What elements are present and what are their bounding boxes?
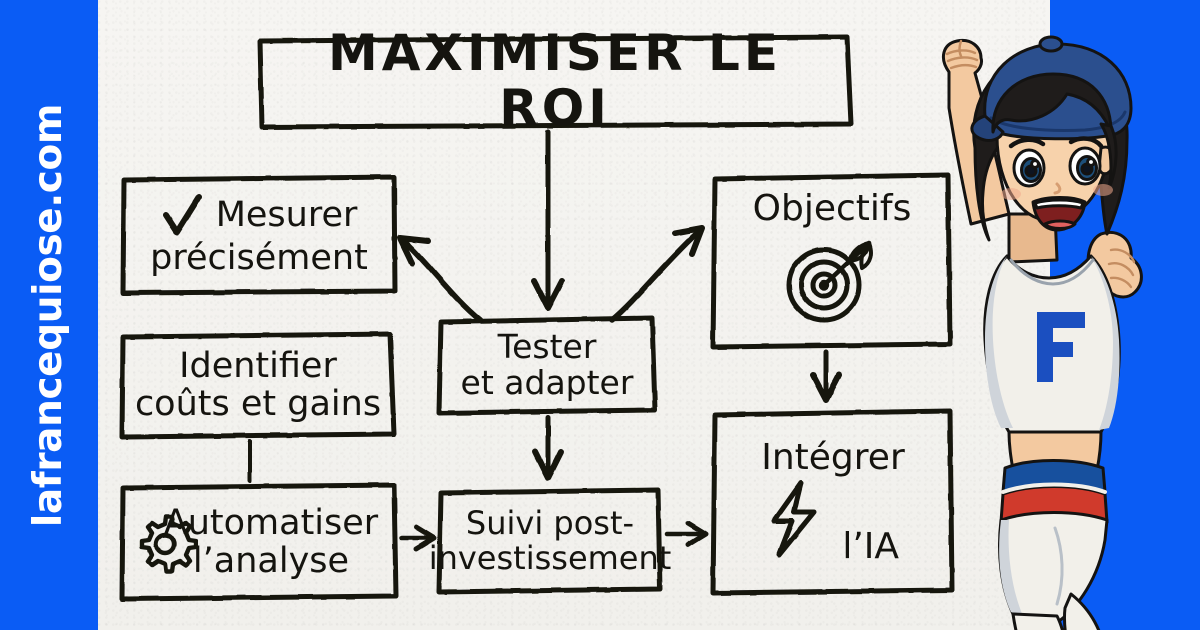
node-title: MAXIMISER LE ROI bbox=[255, 26, 855, 136]
node-ia-line1: Intégrer bbox=[761, 436, 905, 478]
node-tester-line1: Tester bbox=[497, 326, 597, 366]
node-couts-text: Identifier coûts et gains bbox=[125, 345, 391, 424]
node-mesurer-text: Mesurer précisément bbox=[140, 193, 378, 278]
node-objectifs-line1: Objectifs bbox=[752, 187, 912, 229]
node-suivi-line1: Suivi post- bbox=[465, 503, 635, 542]
node-tester-line2: et adapter bbox=[460, 363, 634, 402]
title-text: MAXIMISER LE ROI bbox=[327, 24, 783, 137]
node-automatiser[interactable]: Automatiser l’analyse bbox=[118, 482, 400, 602]
node-mesurer-line1: Mesurer bbox=[215, 194, 358, 235]
node-tester-text: Tester et adapter bbox=[451, 326, 644, 402]
brand-name: lafrancequiose.com bbox=[26, 103, 72, 527]
node-couts-line2: coûts et gains bbox=[134, 384, 382, 424]
lightning-bolt-icon bbox=[771, 480, 817, 557]
left-brand-bar bbox=[0, 0, 98, 630]
check-icon bbox=[162, 193, 202, 235]
brand-watermark: lafrancequiose.com bbox=[0, 0, 98, 630]
node-suivi-line2: investissement bbox=[428, 539, 672, 577]
node-suivi-text: Suivi post- investissement bbox=[419, 503, 682, 577]
gear-icon bbox=[139, 514, 198, 574]
target-icon bbox=[786, 240, 873, 322]
node-suivi[interactable]: Suivi post- investissement bbox=[429, 487, 671, 595]
node-mesurer-line2: précisément bbox=[150, 237, 368, 278]
node-integrer-ia-text: Intégrer l’IA bbox=[751, 438, 915, 566]
france-mascot bbox=[905, 28, 1155, 630]
node-objectifs-text: Objectifs bbox=[743, 189, 922, 333]
node-mesurer[interactable]: Mesurer précisément bbox=[120, 174, 398, 296]
node-tester[interactable]: Tester et adapter bbox=[436, 315, 658, 416]
node-couts-line1: Identifier bbox=[179, 345, 337, 386]
node-ia-line2: l’IA bbox=[842, 525, 900, 567]
node-couts-gains[interactable]: Identifier coûts et gains bbox=[118, 330, 398, 440]
